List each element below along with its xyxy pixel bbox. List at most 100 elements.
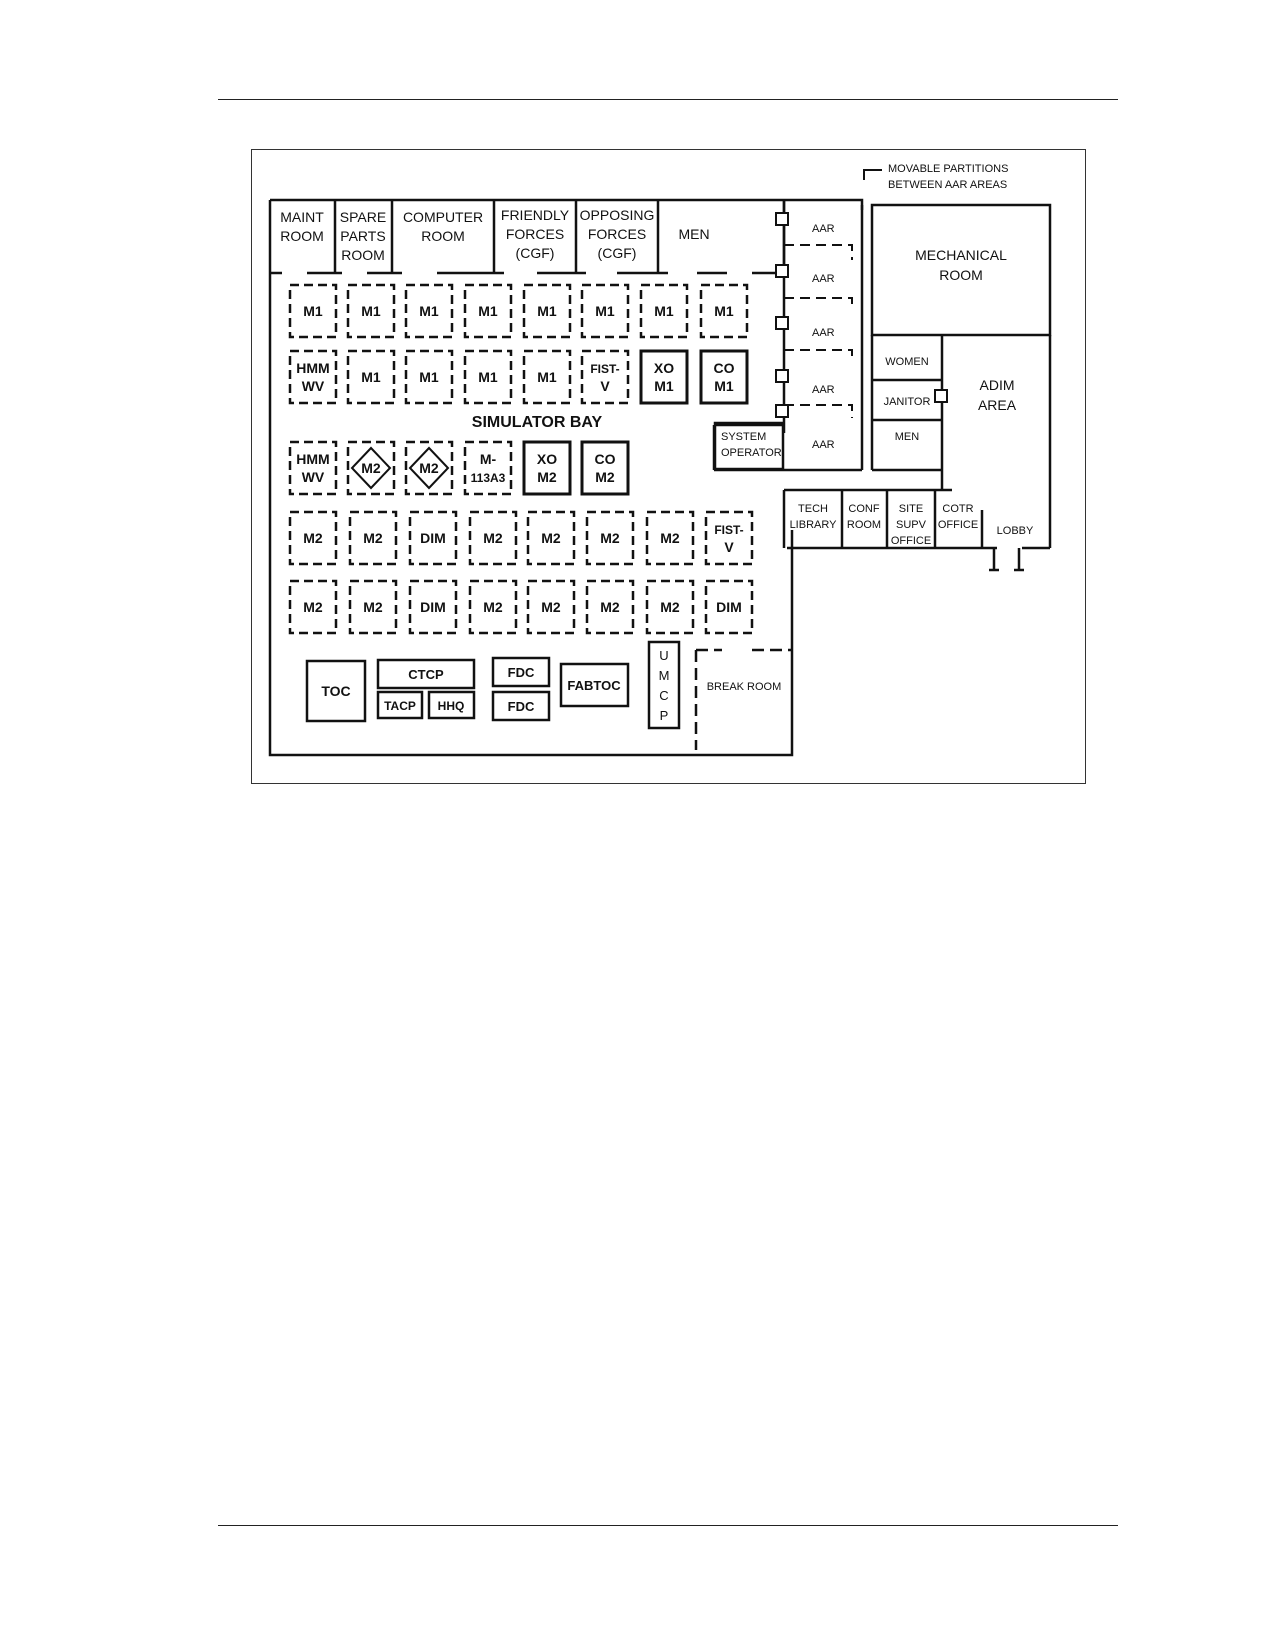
system-operator-label-1: SYSTEM: [721, 431, 766, 443]
simulator-outline: [346, 349, 396, 405]
simulator-2-5: M1: [522, 349, 572, 405]
simulator-outline: [580, 283, 630, 339]
simulator-5-8: DIM: [704, 579, 754, 635]
simulator-outline: [463, 349, 513, 405]
umcp-letter-c: C: [659, 688, 668, 703]
simulator-3-3: M2: [404, 440, 454, 496]
bottom-unit-labels: TOC CTCP TACP HHQ FDC FDC FABTOC: [321, 665, 621, 714]
simulator-3-4: M- 113A3: [463, 440, 513, 496]
toc-box: [305, 659, 367, 723]
maint-room-label-2: ROOM: [280, 228, 324, 244]
friendly-label-2: FORCES: [506, 226, 564, 242]
maint-room: MAINT ROOM: [280, 209, 324, 244]
simulator-5-5: M2: [526, 579, 576, 635]
simulator-bay-label: SIMULATOR BAY: [472, 414, 603, 431]
simulator-3-6: CO M2: [580, 440, 630, 496]
adim-area-label-2: AREA: [978, 397, 1017, 413]
aar-label-2: AAR: [812, 273, 835, 285]
simulator-outline: [348, 579, 398, 635]
simulator-outline: [288, 579, 338, 635]
simulator-outline: [348, 510, 398, 566]
simulator-outline: [699, 349, 749, 405]
fdc-label-1: FDC: [508, 665, 535, 680]
mechanical-room-label-1: MECHANICAL: [915, 247, 1007, 263]
simulator-outline: [346, 283, 396, 339]
header-rule: [218, 99, 1118, 100]
ctcp-box: [376, 658, 476, 690]
break-room-label: BREAK ROOM: [707, 681, 782, 693]
spare-room-label-3: ROOM: [341, 247, 385, 263]
umcp-letter-m: M: [659, 668, 670, 683]
men-room-top: MEN: [678, 226, 709, 242]
diamond-marker: [350, 446, 392, 490]
simulator-label: M2: [419, 460, 439, 476]
simulator-label: FIST-: [590, 362, 619, 376]
simulator-label: 113A3: [471, 471, 506, 485]
simulator-label: M2: [595, 469, 615, 485]
simulator-label: M1: [595, 303, 615, 319]
simulator-label: M1: [714, 303, 734, 319]
simulator-3-5: XO M2: [522, 440, 572, 496]
spare-room-label-1: SPARE: [340, 209, 386, 225]
simulator-label: M2: [541, 530, 561, 546]
simulator-outline: [288, 510, 338, 566]
simulator-label: M2: [483, 530, 503, 546]
tech-library-label-2: LIBRARY: [790, 519, 838, 531]
callout-line-2: BETWEEN AAR AREAS: [888, 179, 1007, 191]
footer-rule: [218, 1525, 1118, 1526]
simulator-2-3: M1: [404, 349, 454, 405]
janitor-label: JANITOR: [884, 396, 931, 408]
men-label-top: MEN: [678, 226, 709, 242]
simulator-4-2: M2: [348, 510, 398, 566]
maint-room-label-1: MAINT: [280, 209, 324, 225]
simulator-label: M1: [654, 378, 674, 394]
simulator-label: M-: [480, 451, 497, 467]
simulator-outline: [346, 440, 396, 496]
simulator-5-2: M2: [348, 579, 398, 635]
simulator-outline: [288, 283, 338, 339]
spare-room-label-2: PARTS: [340, 228, 385, 244]
simulator-outline: [580, 440, 630, 496]
simulator-5-6: M2: [585, 579, 635, 635]
simulator-outline: [404, 440, 454, 496]
men-label-right: MEN: [895, 431, 920, 443]
tacp-box: [376, 690, 424, 720]
simulator-2-6: FIST-V: [580, 349, 630, 405]
aar-label-4: AAR: [812, 384, 835, 396]
simulator-label: M2: [363, 599, 383, 615]
simulator-label: M1: [361, 303, 381, 319]
simulator-label: M1: [419, 303, 439, 319]
simulator-3-2: M2: [346, 440, 396, 496]
simulator-label: M1: [714, 378, 734, 394]
simulator-1-1: M1: [288, 283, 338, 339]
simulator-outline: [288, 440, 338, 496]
simulator-label: CO: [595, 451, 616, 467]
simulator-4-1: M2: [288, 510, 338, 566]
simulator-outline: [585, 579, 635, 635]
simulator-label: XO: [537, 451, 557, 467]
simulator-label: DIM: [420, 530, 446, 546]
callout-line-1: MOVABLE PARTITIONS: [888, 163, 1008, 175]
simulator-label: DIM: [420, 599, 446, 615]
fdc-box-1: [491, 656, 551, 688]
tech-library-label-1: TECH: [798, 503, 828, 515]
offices-row: TECH LIBRARY CONF ROOM SITE SUPV OFFICE …: [790, 503, 1034, 547]
simulator-label: M2: [660, 599, 680, 615]
simulator-outline: [522, 440, 572, 496]
aar-label-1: AAR: [812, 223, 835, 235]
opposing-label-3: (CGF): [598, 245, 637, 261]
conf-room-label-2: ROOM: [847, 519, 881, 531]
simulator-label: HMM: [296, 451, 329, 467]
simulator-outline: [468, 510, 518, 566]
ctcp-label: CTCP: [408, 667, 444, 682]
simulator-label: M2: [483, 599, 503, 615]
simulator-outline: [468, 579, 518, 635]
top-rooms: MAINT ROOM SPARE PARTS ROOM COMPUTER ROO…: [280, 207, 709, 263]
simulator-label: M2: [303, 599, 323, 615]
simulator-label: M2: [537, 469, 557, 485]
cotr-office-label-2: OFFICE: [938, 519, 978, 531]
